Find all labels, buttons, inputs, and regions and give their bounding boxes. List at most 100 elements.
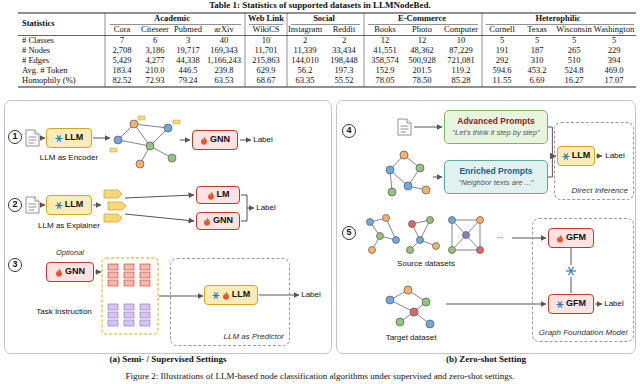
node-tokens (124, 280, 134, 286)
table-cell: 44,338 (176, 56, 199, 65)
flow-arrow (512, 238, 546, 239)
node-label: LLM (65, 200, 84, 210)
table-cell: 215,863 (252, 56, 280, 65)
flow-arrow (93, 205, 101, 206)
table-cell: 721,081 (447, 56, 475, 65)
table-cell: Social (313, 14, 335, 23)
table-cell: 48,362 (410, 46, 433, 55)
token-box (102, 258, 158, 334)
document-icon (26, 197, 39, 213)
annotation-label: Task Instruction (36, 308, 92, 317)
node-tokens (140, 272, 150, 278)
graph-illustration (386, 151, 430, 196)
model-box: GNN (46, 262, 94, 282)
annotation-label: Optional (56, 249, 84, 257)
table-cell: 446.5 (178, 66, 197, 75)
table-cell: 524.8 (564, 66, 583, 75)
table-cell: Wisconsin (556, 25, 592, 34)
flow-arrow (95, 272, 101, 273)
trainable-icon (208, 191, 214, 199)
frozen-icon (57, 135, 61, 141)
node-label: GNN (213, 216, 233, 226)
document-icon (401, 126, 409, 127)
trainable-icon (204, 217, 210, 225)
prompt-box: Advanced Prompts“Let's think it step by … (444, 110, 548, 144)
table-cell: 5 (572, 36, 576, 45)
trainable-icon (556, 234, 564, 243)
document-icon (29, 204, 37, 205)
table-cell: 119.2 (452, 66, 471, 75)
explanation-tags (104, 190, 126, 222)
node-tokens (108, 280, 118, 286)
table-cell: 5 (535, 36, 539, 45)
table-cell: 358,574 (371, 56, 399, 65)
graph-illustration (114, 136, 122, 144)
table-cell: 3 (186, 36, 190, 45)
table-cell: 144,010 (291, 56, 319, 65)
table-cell: 10 (457, 36, 466, 45)
table-cell: 210.0 (145, 66, 164, 75)
table-cell: 229 (608, 46, 621, 55)
instruction-tokens (108, 312, 118, 318)
source-graphs (393, 237, 400, 244)
annotation-label: Label (604, 300, 624, 309)
table-cell: 10 (262, 36, 271, 45)
table-cell: 11.55 (493, 76, 512, 85)
model-box: GNN (192, 130, 238, 150)
node-tokens (124, 264, 134, 270)
step-number: 5 (342, 226, 356, 240)
source-graphs (367, 215, 484, 254)
flow-arrow (125, 195, 194, 198)
source-graphs (383, 215, 390, 222)
frozen-icon (57, 135, 61, 141)
source-graphs (417, 237, 424, 244)
model-box: GFM (548, 294, 594, 314)
model-box: GFM (548, 228, 594, 248)
instruction-tokens (140, 320, 150, 326)
table-cell: 510 (568, 56, 581, 65)
graph-illustration (422, 186, 430, 194)
table-cell: 3,186 (145, 46, 164, 55)
table-cell: 191 (496, 46, 509, 55)
table-cell: 197.3 (334, 66, 353, 75)
node-label: (a) Semi- / Supervised Settings (110, 355, 227, 365)
table-rules (18, 13, 636, 87)
table-cell: 68.67 (256, 76, 275, 85)
table-cell: Statistics (22, 19, 55, 28)
table-cell: 292 (496, 56, 509, 65)
table-cell: 6.69 (530, 76, 545, 85)
source-graphs (427, 217, 434, 224)
node-label: Direct Inference (572, 187, 628, 196)
node-label: 4 (346, 126, 351, 136)
table-cell: 183.4 (112, 66, 131, 75)
document-icon (29, 210, 35, 211)
module-region: LLM as PredictorLLM (170, 258, 290, 346)
table-cell: 310 (531, 56, 544, 65)
source-graphs (452, 250, 480, 251)
table-cell: 79.24 (178, 76, 197, 85)
table-cell: 198,448 (330, 56, 358, 65)
node-label: Enriched Prompts (459, 167, 532, 176)
graph-illustration (110, 116, 180, 168)
frozen-icon (569, 267, 574, 276)
target-graph (386, 296, 394, 304)
table-rules (364, 13, 365, 87)
graph-illustration (404, 182, 412, 190)
source-graphs (452, 220, 453, 250)
target-graph (386, 286, 434, 328)
instruction-tokens (124, 312, 134, 318)
table-cell: # Edges (22, 56, 49, 65)
table-cell: 500,928 (408, 56, 436, 65)
flow-arrow (125, 214, 194, 221)
table-cell: 5 (500, 36, 504, 45)
trainable-icon (207, 191, 215, 200)
model-box: GNN (196, 212, 240, 230)
table-rules (18, 86, 636, 87)
table-cell: Instagram (288, 25, 322, 34)
table-cell: 5 (612, 36, 616, 45)
model-box: LM (196, 186, 240, 204)
annotation-label: ... (497, 232, 504, 241)
explanation-tags (104, 190, 122, 198)
table-cell: Pubmed (174, 25, 202, 34)
table-cell: 5,429 (112, 56, 131, 65)
